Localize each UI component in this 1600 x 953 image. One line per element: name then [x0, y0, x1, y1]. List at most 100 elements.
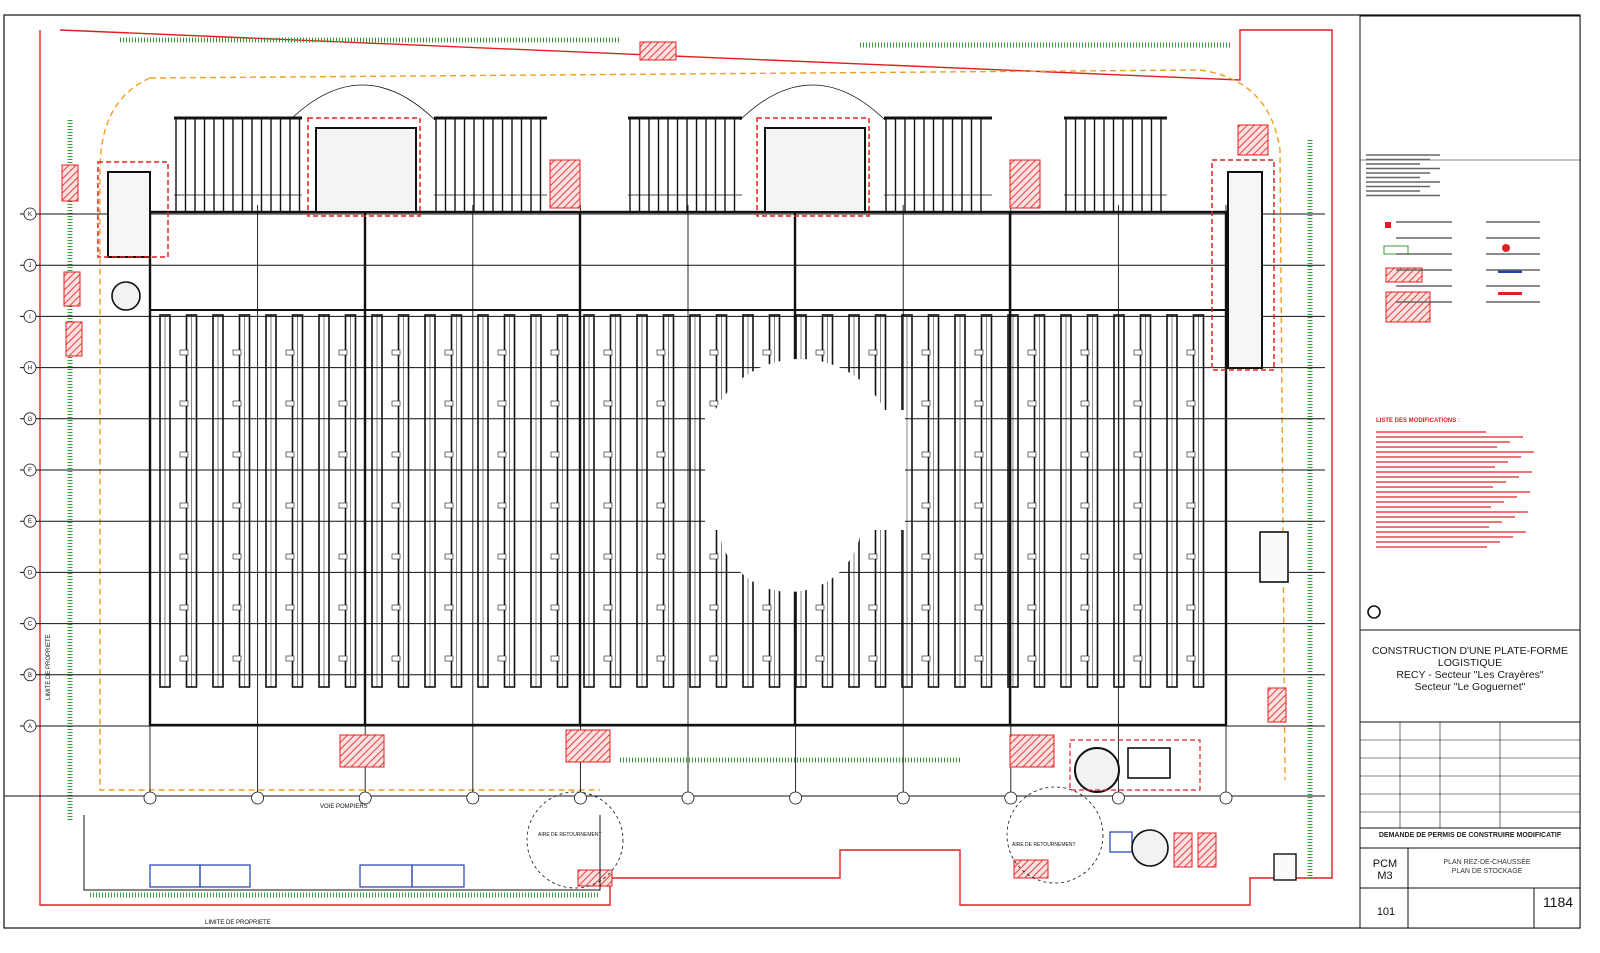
- sprinkler-mark: [550, 451, 560, 458]
- sprinkler-mark: [285, 451, 295, 458]
- grid-column-bubble: [574, 791, 587, 805]
- voie-pompiers-label: VOIE POMPIERS: [320, 804, 368, 810]
- guard-house: [1259, 531, 1289, 583]
- truck-turning-arc: [739, 84, 886, 121]
- sprinkler-mark: [338, 349, 348, 356]
- technical-room-left-border: [97, 161, 169, 258]
- grid-row-bubble: [23, 309, 37, 323]
- grid-column-bubble: [143, 791, 157, 805]
- sprinkler-mark: [1186, 400, 1196, 407]
- sprinkler-mark: [1027, 655, 1037, 662]
- tank-left: [111, 281, 141, 311]
- turning-circle-right: [1006, 786, 1104, 884]
- project-title-line-2: LOGISTIQUE: [1437, 657, 1503, 669]
- sprinkler-mark: [868, 553, 878, 560]
- sprinkler-mark: [391, 451, 401, 458]
- sprinkler-mark: [497, 451, 507, 458]
- sprinkler-mark: [497, 553, 507, 560]
- sprinkler-mark: [1133, 451, 1143, 458]
- grid-column-bubble: [251, 791, 265, 805]
- sprinkler-mark: [391, 655, 401, 662]
- sprinkler-mark: [656, 655, 666, 662]
- sprinkler-mark: [656, 451, 666, 458]
- sprinkler-mark: [868, 349, 878, 356]
- sprinkler-mark: [179, 604, 189, 611]
- grid-row-label: D: [28, 570, 33, 576]
- green-hedge: [67, 37, 1313, 898]
- sprinkler-mark: [285, 604, 295, 611]
- project-title-line-1: CONSTRUCTION D'UNE PLATE-FORME: [1371, 645, 1569, 657]
- grid-row-label: A: [28, 724, 32, 730]
- sprinkler-mark: [1186, 655, 1196, 662]
- truck-turning-arc: [289, 84, 436, 121]
- sprinkler-room-border: [1069, 739, 1201, 791]
- grid-column-bubble: [1112, 791, 1125, 805]
- sprinkler-mark: [444, 553, 454, 560]
- sprinkler-mark: [550, 502, 560, 509]
- grid-row-bubble: [23, 668, 37, 682]
- warehouse-outline: [148, 210, 1228, 727]
- sprinkler-mark: [391, 400, 401, 407]
- sprinkler-mark: [974, 349, 984, 356]
- grid-column-bubble: [681, 791, 695, 805]
- sprinkler-mark: [974, 502, 984, 509]
- sprinkler-mark: [179, 451, 189, 458]
- grid-column-bubble: [358, 791, 372, 805]
- sprinkler-mark: [921, 604, 931, 611]
- sprinkler-mark: [338, 553, 348, 560]
- sprinkler-mark: [1080, 502, 1090, 509]
- sprinkler-mark: [1186, 502, 1196, 509]
- sprinkler-mark: [1080, 604, 1090, 611]
- sprinkler-mark: [391, 502, 401, 509]
- limite-propriete-label-left: LIMITE DE PROPRIETE: [46, 634, 52, 700]
- sprinkler-mark: [232, 451, 242, 458]
- grid-row-bubble: [23, 719, 37, 733]
- sprinkler-mark: [444, 349, 454, 356]
- sprinkler-mark: [762, 349, 772, 356]
- sprinkler-mark: [709, 400, 719, 407]
- sprinkler-mark: [656, 502, 666, 509]
- sprinkler-mark: [762, 604, 772, 611]
- sprinkler-mark: [921, 349, 931, 356]
- sprinkler-mark: [1133, 604, 1143, 611]
- sprinkler-mark: [1133, 349, 1143, 356]
- sprinkler-mark: [391, 349, 401, 356]
- sprinkler-mark: [338, 451, 348, 458]
- sprinkler-mark: [232, 604, 242, 611]
- sprinkler-mark: [179, 502, 189, 509]
- sprinkler-mark: [179, 655, 189, 662]
- sprinkler-mark: [1027, 451, 1037, 458]
- sprinkler-mark: [338, 502, 348, 509]
- sprinkler-mark: [285, 553, 295, 560]
- sprinkler-mark: [232, 502, 242, 509]
- sprinkler-mark: [1027, 604, 1037, 611]
- sprinkler-mark: [444, 451, 454, 458]
- aire-retournement-label-right: AIRE DE RETOURNEMENT: [1012, 842, 1076, 848]
- grid-row-label: B: [28, 673, 32, 679]
- sprinkler-mark: [603, 553, 613, 560]
- grid-row-bubble: [23, 514, 37, 528]
- property-limit-line: [39, 29, 1333, 906]
- sprinkler-mark: [232, 349, 242, 356]
- sprinkler-mark: [1133, 400, 1143, 407]
- sprinkler-mark: [550, 349, 560, 356]
- sprinkler-mark: [1133, 655, 1143, 662]
- sprinkler-mark: [1027, 553, 1037, 560]
- tank-lower: [1131, 829, 1169, 867]
- sprinkler-tank: [1074, 747, 1120, 793]
- sprinkler-mark: [762, 655, 772, 662]
- sprinkler-mark: [1186, 451, 1196, 458]
- sprinkler-mark: [1186, 553, 1196, 560]
- technical-room-left: [107, 171, 151, 258]
- grid-row-label: C: [28, 622, 33, 628]
- sprinkler-mark: [444, 604, 454, 611]
- plan-title: PLAN REZ-DE-CHAUSSÉE PLAN DE STOCKAGE: [1412, 858, 1562, 876]
- sprinkler-mark: [656, 553, 666, 560]
- fire-lane-route: [99, 69, 1286, 791]
- legend-heading: LISTE DES MODIFICATIONS :: [1376, 418, 1460, 424]
- office-block-left-border: [307, 117, 421, 217]
- sprinkler-mark: [232, 655, 242, 662]
- sprinkler-mark: [338, 655, 348, 662]
- lower-site-boundary: [83, 815, 601, 891]
